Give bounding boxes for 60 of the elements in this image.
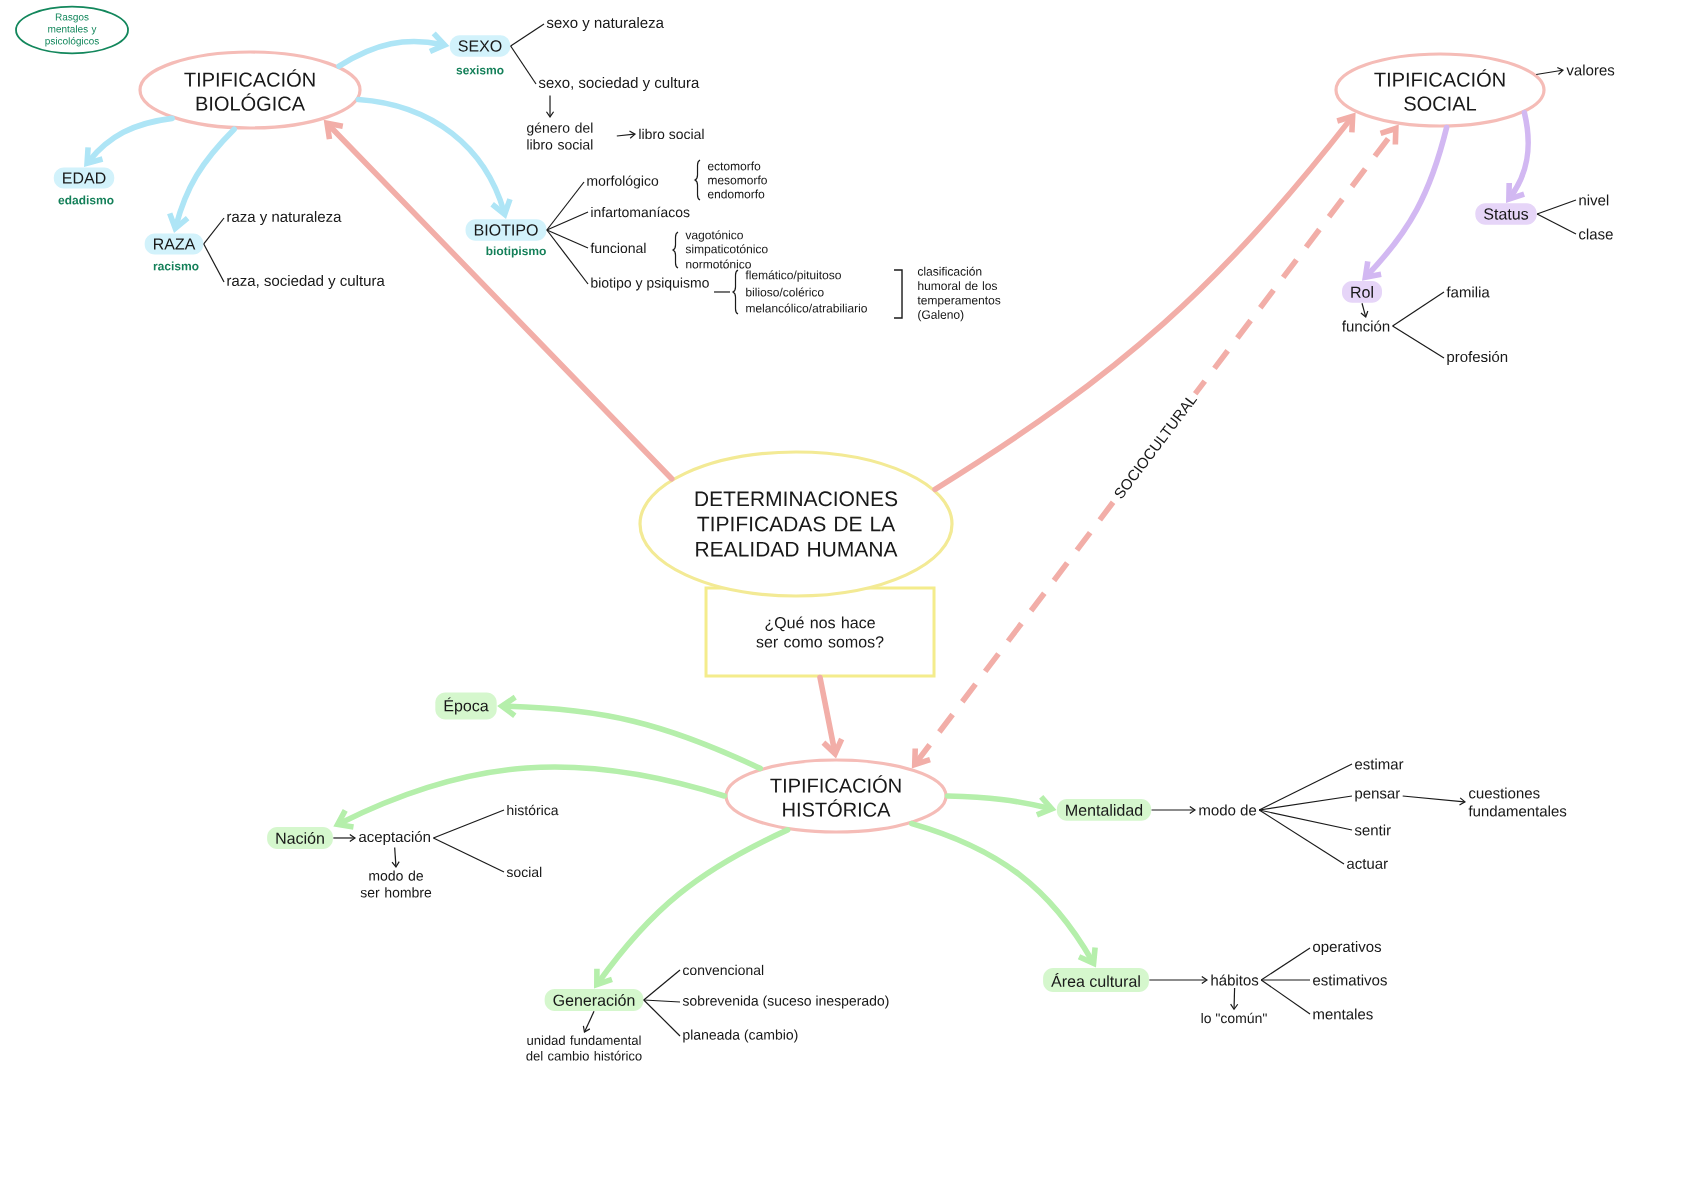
small-arrow	[1148, 975, 1208, 985]
curved-arrow	[594, 827, 791, 989]
keyword-pill: Época	[435, 692, 497, 720]
small-arrow	[545, 94, 555, 118]
curved-arrow	[944, 793, 1057, 818]
branch-line	[546, 211, 589, 231]
keyword-pill: SEXO	[449, 35, 511, 57]
small-arrow	[1535, 66, 1564, 76]
branch-line	[1258, 763, 1353, 811]
keyword-pill: Rol	[1342, 281, 1382, 303]
curved-arrow	[84, 115, 175, 168]
small-arrow	[1402, 795, 1466, 806]
branch-line	[1392, 291, 1445, 327]
curved-arrow	[355, 96, 513, 219]
curved-arrow	[909, 820, 1098, 968]
branch-line	[643, 999, 681, 1037]
branch-line	[546, 181, 585, 231]
curved-arrow	[1506, 109, 1532, 203]
curved-arrow	[323, 119, 675, 482]
keyword-pill: Mentalidad	[1056, 799, 1152, 821]
branch-line	[510, 45, 537, 85]
branch-line	[1260, 979, 1311, 981]
curved-arrow	[817, 674, 845, 759]
branch-line	[510, 23, 545, 47]
curved-arrow	[333, 764, 728, 830]
branch-line	[1536, 213, 1577, 235]
small-arrow	[582, 1010, 595, 1033]
branch-line	[643, 969, 681, 1001]
keyword-pill: Área cultural	[1043, 967, 1149, 992]
branch-line	[1392, 325, 1445, 359]
curved-arrow	[336, 31, 450, 69]
branch-line	[1258, 795, 1353, 811]
branch-line	[643, 999, 681, 1003]
curved-arrow	[497, 694, 763, 772]
keyword-pill: BIOTIPO	[465, 219, 547, 241]
curved-arrow	[167, 126, 237, 234]
curved-arrow	[932, 112, 1356, 493]
small-arrow	[1150, 805, 1196, 815]
branch-line	[1258, 809, 1345, 865]
branch-line	[432, 809, 505, 839]
branch-line	[203, 217, 225, 245]
keyword-pill: Status	[1475, 203, 1537, 225]
branch-line	[1260, 979, 1311, 1015]
branch-line	[546, 229, 589, 249]
small-arrow	[332, 833, 356, 843]
branch-line	[546, 229, 589, 285]
small-arrow	[1230, 987, 1239, 1011]
curved-arrow	[1362, 124, 1450, 281]
keyword-pill: Nación	[267, 827, 333, 849]
small-arrow	[616, 130, 636, 139]
branch-line	[1536, 199, 1577, 215]
keyword-pill: Generación	[544, 989, 644, 1011]
small-arrow	[1360, 302, 1369, 318]
keyword-pill: EDAD	[53, 167, 115, 189]
keyword-pill: RAZA	[144, 233, 204, 255]
branch-line	[203, 243, 225, 283]
branch-line	[1258, 809, 1353, 831]
branch-line	[432, 837, 505, 873]
branch-line	[1260, 947, 1311, 981]
small-arrow	[391, 846, 400, 869]
